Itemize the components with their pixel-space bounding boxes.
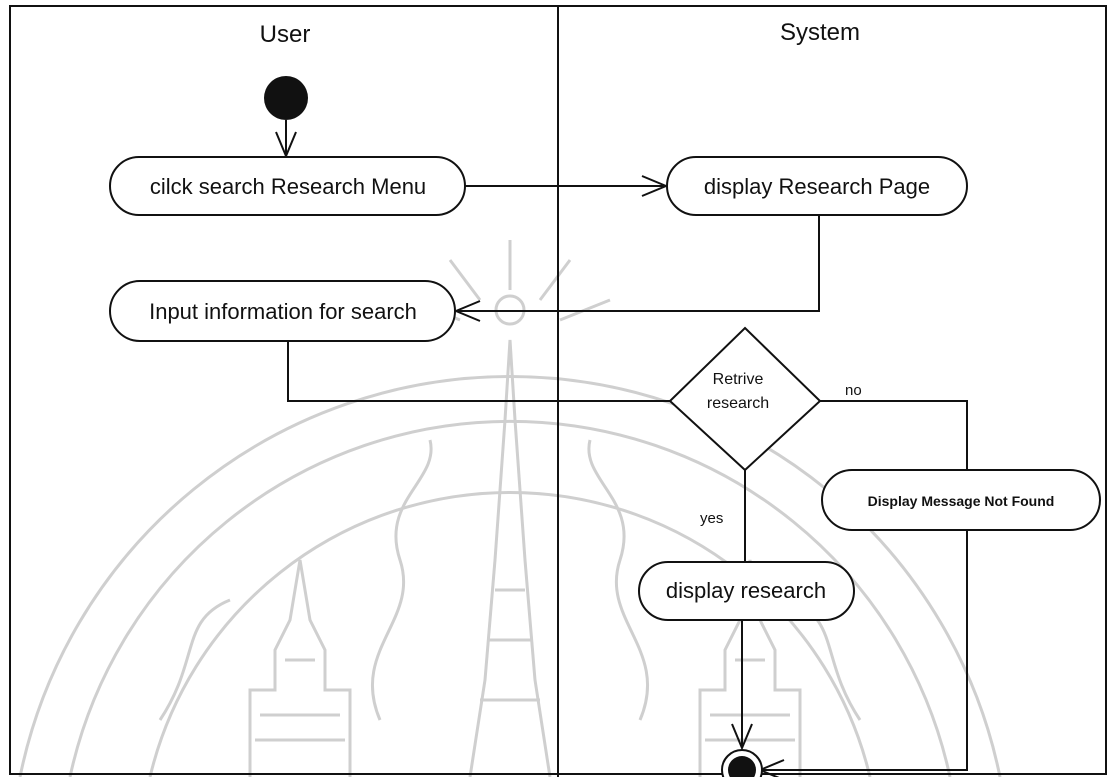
flow-decision-no	[820, 400, 968, 470]
activity-display-research-page-label: display Research Page	[704, 174, 930, 199]
flow-display-page-to-input	[453, 215, 820, 322]
activity-input-information-label: Input information for search	[149, 299, 417, 324]
initial-node	[264, 76, 308, 120]
activity-input-information: Input information for search	[109, 280, 456, 342]
lane-title-user: User	[260, 21, 311, 48]
activity-display-research-page: display Research Page	[666, 156, 968, 216]
activity-display-not-found-label: Display Message Not Found	[868, 493, 1055, 509]
decision-label-line2: research	[707, 395, 769, 412]
guard-yes: yes	[700, 510, 723, 527]
activity-click-search-menu-label: cilck search Research Menu	[150, 174, 426, 199]
final-node	[721, 749, 763, 777]
activity-display-not-found: Display Message Not Found	[821, 469, 1101, 531]
flow-input-to-decision	[287, 341, 670, 402]
activity-click-search-menu: cilck search Research Menu	[109, 156, 466, 216]
activity-display-research: display research	[638, 561, 855, 621]
activity-display-research-label: display research	[666, 578, 826, 603]
guard-no: no	[845, 382, 862, 399]
decision-retrieve-research: Retrive research	[668, 326, 822, 472]
flow-not-found-to-final	[757, 530, 968, 777]
lane-title-system: System	[780, 19, 860, 46]
decision-label-line1: Retrive	[713, 371, 764, 388]
